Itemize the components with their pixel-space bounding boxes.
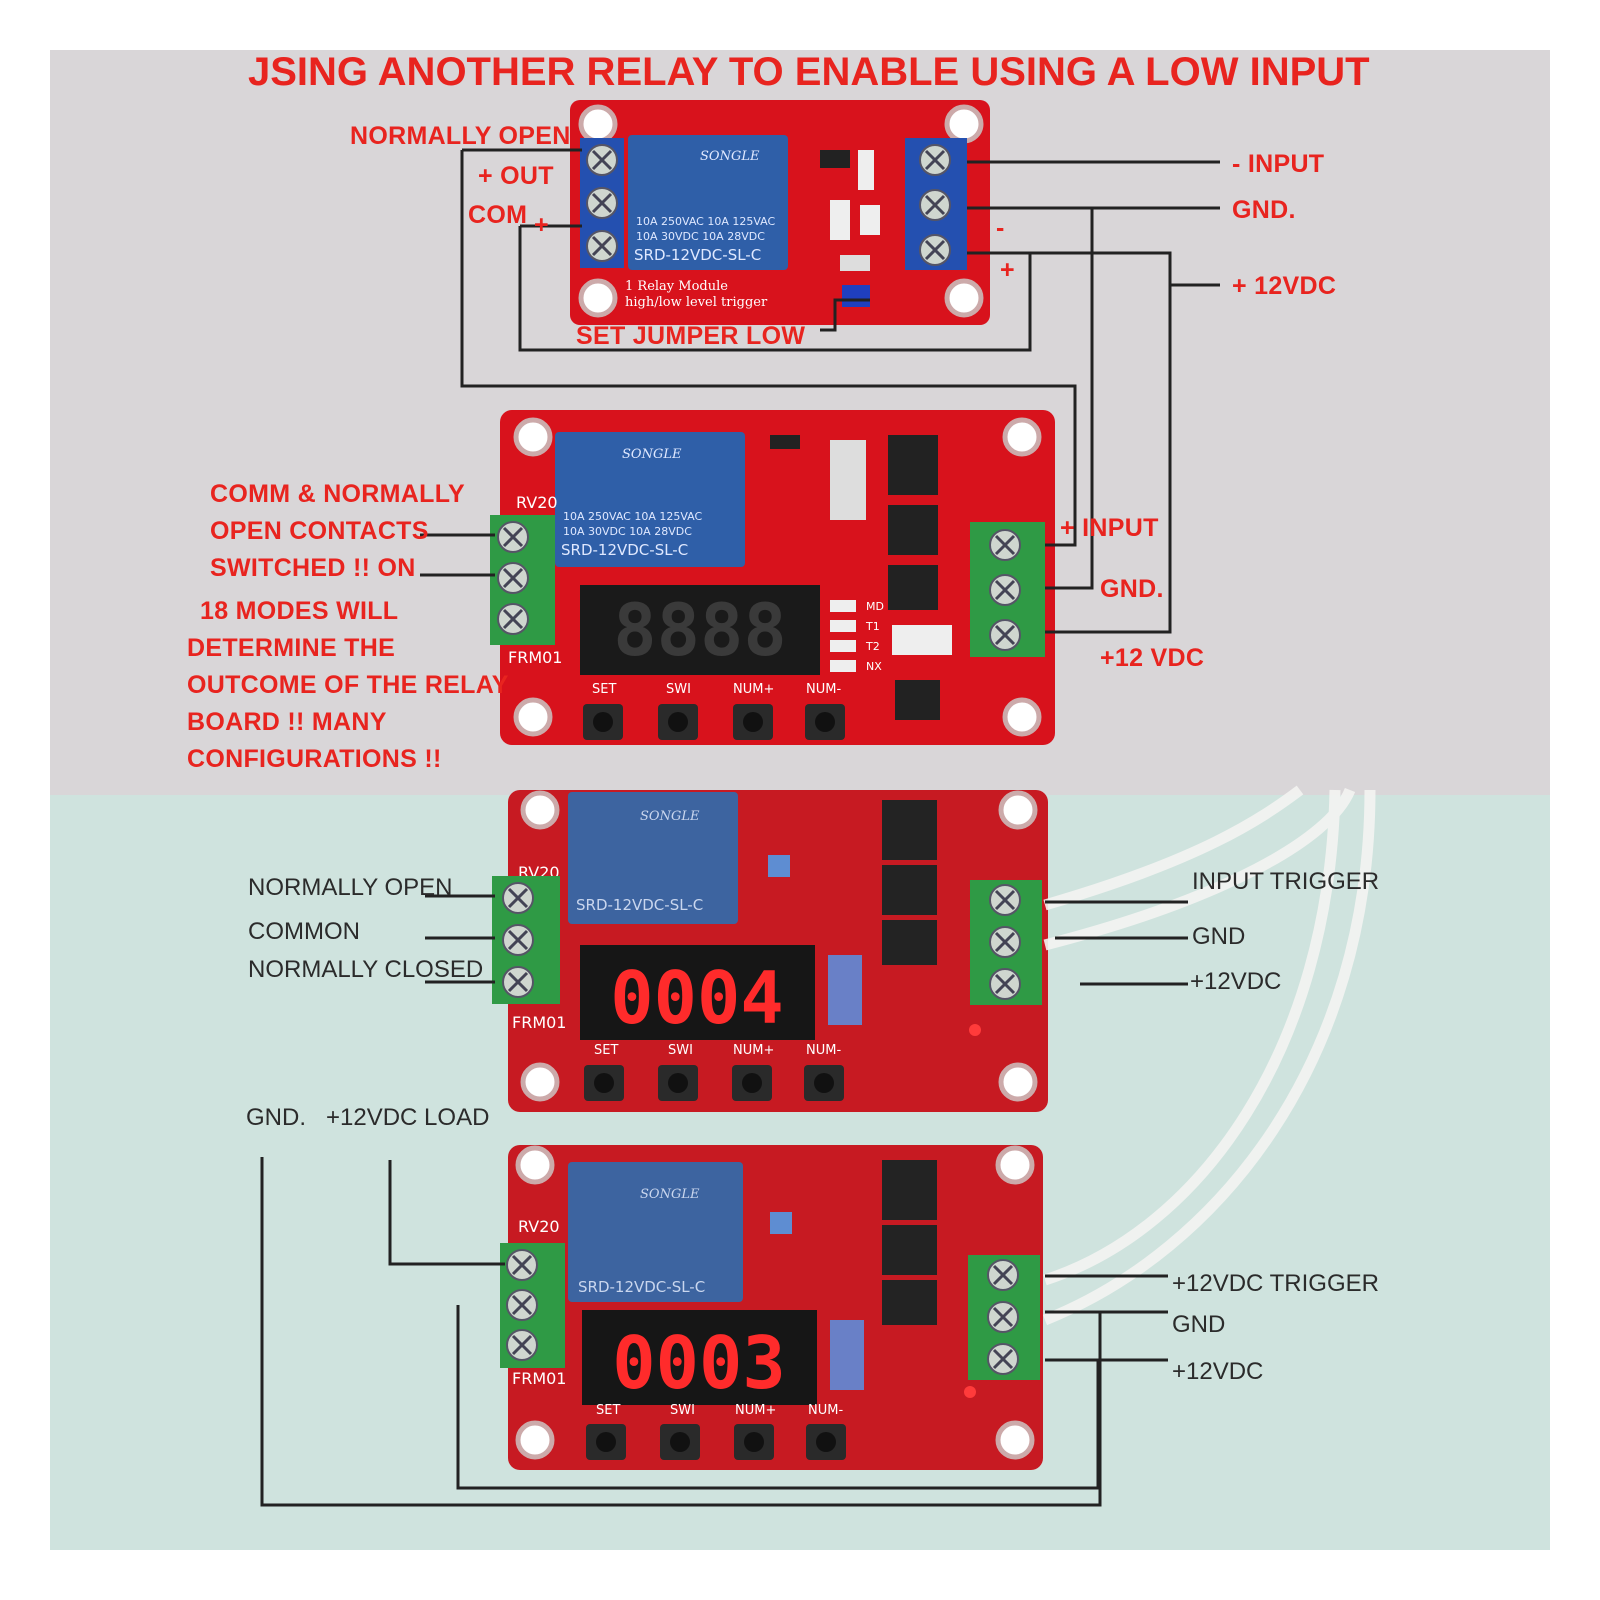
label-12vdc-load: +12VDC LOAD [326, 1104, 490, 1131]
mount-hole [516, 420, 550, 454]
numminus-button [805, 704, 845, 740]
btn-numminus-label: NUM- [806, 682, 841, 697]
board-text-1: 1 Relay Module [625, 279, 728, 294]
mount-hole [581, 281, 615, 315]
label-gnd-middle: GND. [1100, 575, 1164, 603]
btn-swi-label: SWI [666, 682, 691, 697]
model-label: FRM01 [508, 648, 562, 667]
relay-model: SRD-12VDC-SL-C [634, 246, 761, 264]
top-wiring [420, 148, 1220, 634]
middle-timer-board: SONGLE 10A 250VAC 10A 125VAC 10A 30VDC 1… [490, 410, 1055, 745]
svg-text:SET: SET [594, 1043, 618, 1058]
label-plus-input: + INPUT [1060, 514, 1159, 542]
svg-text:NUM-: NUM- [806, 1043, 841, 1058]
svg-text:FRM01: FRM01 [512, 1013, 566, 1032]
relay-rating-1: 10A 250VAC 10A 125VAC [636, 215, 776, 228]
relay-body [555, 432, 745, 567]
white-wires [1042, 785, 1376, 1326]
bottom-wiring [260, 894, 1188, 1507]
page-title: JSING ANOTHER RELAY TO ENABLE USING A LO… [248, 50, 1370, 94]
display-value: 8888 [613, 588, 786, 672]
seven-seg-display [580, 585, 820, 675]
svg-text:NUM-: NUM- [808, 1403, 843, 1418]
label-gnd-photo-1: GND [1192, 923, 1246, 950]
svg-text:SWI: SWI [670, 1403, 695, 1418]
label-gnd-load: GND. [246, 1104, 306, 1131]
svg-text:SRD-12VDC-SL-C: SRD-12VDC-SL-C [578, 1278, 705, 1296]
note-line-8: CONFIGURATIONS !! [187, 745, 442, 773]
btn-set-label: SET [592, 682, 616, 697]
note-line-5: DETERMINE THE [187, 634, 396, 662]
board-text-2: high/low level trigger [625, 295, 768, 310]
label-terminal-plus: + [1000, 256, 1015, 284]
label-12vdc-trigger: +12VDC TRIGGER [1172, 1270, 1379, 1297]
led-nx: NX [866, 660, 882, 673]
label-common-photo: COMMON [248, 918, 360, 945]
svg-text:SONGLE: SONGLE [640, 809, 700, 824]
relay-model: SRD-12VDC-SL-C [561, 541, 688, 559]
note-line-2: OPEN CONTACTS [210, 517, 429, 545]
mount-hole [516, 700, 550, 734]
label-com-plus: + [534, 211, 549, 239]
label-set-jumper: SET JUMPER LOW [576, 322, 806, 350]
set-button [583, 704, 623, 740]
photo-board-1: SONGLE SRD-12VDC-SL-C RV20 FRM01 0004 SE… [492, 790, 1048, 1112]
numplus-button [733, 704, 773, 740]
btn-numplus-label: NUM+ [733, 682, 774, 697]
relay-rating-2: 10A 30VDC 10A 28VDC [636, 230, 765, 243]
svg-text:FRM01: FRM01 [512, 1369, 566, 1388]
relay-brand: SONGLE [700, 149, 760, 164]
note-line-1: COMM & NORMALLY [210, 480, 465, 508]
label-gnd-top: GND. [1232, 196, 1296, 224]
label-nc-photo: NORMALLY CLOSED [248, 956, 484, 983]
led-md: MD [866, 600, 884, 613]
label-no-photo: NORMALLY OPEN [248, 874, 453, 901]
svg-text:NUM+: NUM+ [735, 1403, 776, 1418]
label-normally-open: NORMALLY OPEN [350, 122, 571, 150]
relay-rating-1: 10A 250VAC 10A 125VAC [563, 510, 703, 523]
mount-hole [1005, 700, 1039, 734]
label-input-trigger: INPUT TRIGGER [1192, 868, 1380, 895]
svg-text:SRD-12VDC-SL-C: SRD-12VDC-SL-C [576, 896, 703, 914]
svg-text:NUM+: NUM+ [733, 1043, 774, 1058]
relay-body [628, 135, 788, 270]
mount-hole [947, 107, 981, 141]
svg-text:SET: SET [596, 1403, 620, 1418]
rv-label: RV20 [516, 493, 558, 512]
mount-hole [581, 107, 615, 141]
label-12vdc-middle: +12 VDC [1100, 644, 1205, 672]
mount-hole [947, 281, 981, 315]
relay-rating-2: 10A 30VDC 10A 28VDC [563, 525, 692, 538]
relay-brand: SONGLE [622, 447, 682, 462]
svg-text:SONGLE: SONGLE [640, 1187, 700, 1202]
note-line-3: SWITCHED !! ON [210, 554, 416, 582]
note-line-4: 18 MODES WILL [200, 597, 399, 625]
label-minus-input: - INPUT [1232, 150, 1325, 178]
note-line-7: BOARD !! MANY [187, 708, 387, 736]
note-line-6: OUTCOME OF THE RELAY [187, 671, 509, 699]
top-relay-module: SONGLE 10A 250VAC 10A 125VAC 10A 30VDC 1… [570, 100, 990, 325]
label-com: COM [468, 201, 528, 229]
label-gnd-photo-2: GND [1172, 1311, 1226, 1338]
mount-hole [1005, 420, 1039, 454]
display-value-1: 0004 [610, 956, 783, 1040]
label-12vdc-top: + 12VDC [1232, 272, 1337, 300]
led-t1: T1 [865, 620, 880, 633]
svg-text:SWI: SWI [668, 1043, 693, 1058]
label-terminal-minus: - [996, 214, 1005, 242]
led-t2: T2 [865, 640, 880, 653]
photo-board-2: SONGLE SRD-12VDC-SL-C RV20 FRM01 0003 SE… [500, 1145, 1043, 1470]
label-out: + OUT [478, 162, 554, 190]
label-12vdc-photo-2: +12VDC [1172, 1358, 1264, 1385]
svg-text:RV20: RV20 [518, 1217, 560, 1236]
jumper [842, 285, 870, 307]
display-value-2: 0003 [612, 1321, 785, 1405]
swi-button [658, 704, 698, 740]
label-12vdc-photo-1: +12VDC [1190, 968, 1282, 995]
